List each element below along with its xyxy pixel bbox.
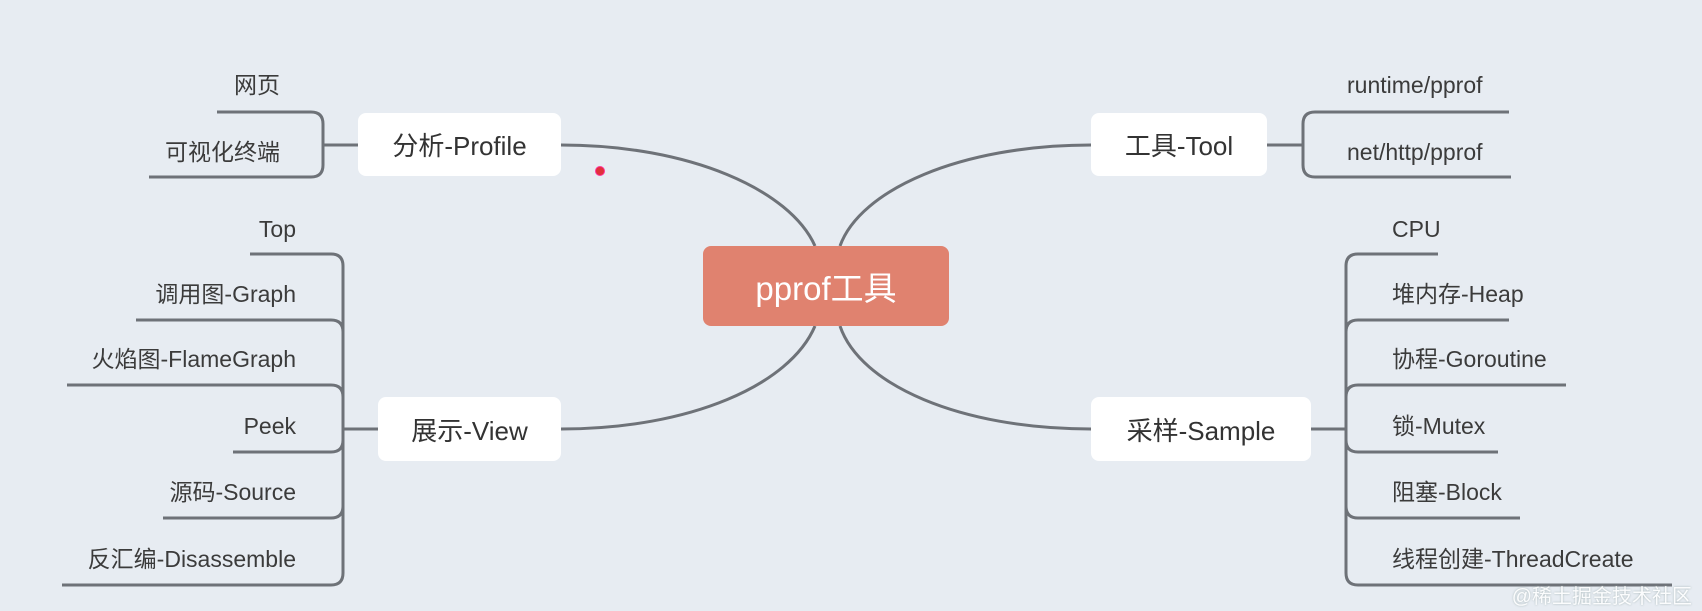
- root-node[interactable]: pprof工具: [703, 246, 949, 326]
- leaf-net-http-pprof[interactable]: net/http/pprof: [1347, 139, 1483, 165]
- leaf-top[interactable]: Top: [258, 216, 296, 242]
- leaf-threadcreate[interactable]: 线程创建-ThreadCreate: [1392, 546, 1634, 572]
- node-profile[interactable]: 分析-Profile: [358, 113, 561, 176]
- node-view[interactable]: 展示-View: [378, 397, 561, 461]
- cursor-pointer: [595, 166, 605, 176]
- leaf-source[interactable]: 源码-Source: [169, 479, 296, 505]
- bracket-tool: [1267, 110, 1511, 179]
- curve-view: [560, 325, 817, 431]
- bracket-sample: [1311, 252, 1672, 587]
- leaf-flamegraph[interactable]: 火焰图-FlameGraph: [91, 346, 296, 372]
- curve-tool: [838, 143, 1092, 247]
- leaf-runtime-pprof[interactable]: runtime/pprof: [1347, 72, 1483, 98]
- leaf-block[interactable]: 阻塞-Block: [1392, 479, 1502, 505]
- leaf-heap[interactable]: 堆内存-Heap: [1392, 281, 1524, 307]
- leaf-graph[interactable]: 调用图-Graph: [155, 281, 296, 307]
- leaf-webpage[interactable]: 网页: [234, 72, 280, 98]
- leaf-peek[interactable]: Peek: [243, 413, 296, 439]
- leaf-goroutine[interactable]: 协程-Goroutine: [1392, 346, 1547, 372]
- node-sample[interactable]: 采样-Sample: [1091, 397, 1311, 461]
- curve-sample: [838, 325, 1092, 431]
- watermark: @稀土掘金技术社区: [1511, 586, 1692, 608]
- node-tool[interactable]: 工具-Tool: [1091, 113, 1267, 176]
- leaf-mutex[interactable]: 锁-Mutex: [1392, 413, 1486, 439]
- leaf-disassemble[interactable]: 反汇编-Disassemble: [87, 546, 296, 572]
- bracket-view: [62, 252, 378, 587]
- curve-profile: [560, 143, 817, 247]
- bracket-profile: [149, 110, 358, 179]
- leaf-visual-terminal[interactable]: 可视化终端: [165, 139, 280, 165]
- leaf-cpu[interactable]: CPU: [1392, 216, 1441, 242]
